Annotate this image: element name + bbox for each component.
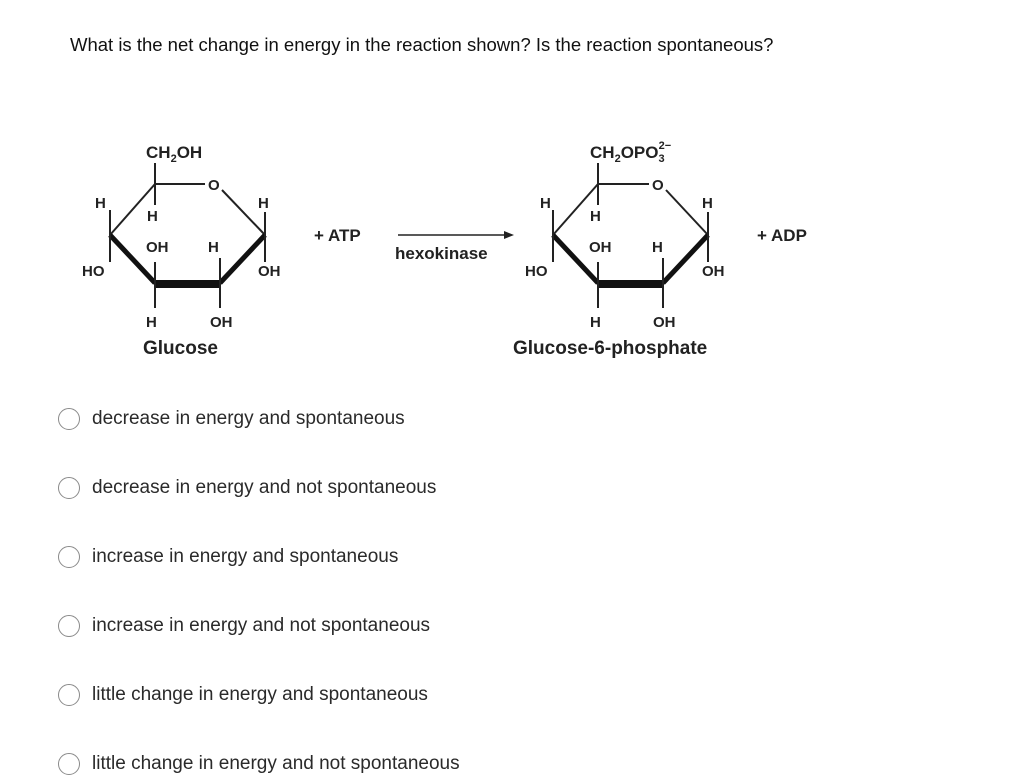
c1-h-label: H <box>702 195 713 212</box>
c5-h-label: H <box>590 208 601 225</box>
ch2oh-label: CH2OH <box>146 143 202 165</box>
plus-atp-label: + ATP <box>314 226 361 245</box>
c4-ho-label: HO <box>82 263 105 280</box>
c3-oh-label: OH <box>146 239 169 256</box>
c3-h-bottom-label: H <box>590 314 601 331</box>
ch2opo3-label: CH2OPO32− <box>590 140 671 165</box>
answer-label: decrease in energy and spontaneous <box>92 408 405 429</box>
plus-adp-label: + ADP <box>757 226 807 245</box>
radio-button[interactable] <box>58 408 80 430</box>
c1-oh-label: OH <box>258 263 281 280</box>
c1-oh-label: OH <box>702 263 725 280</box>
c4-h-label: H <box>95 195 106 212</box>
answer-label: little change in energy and spontaneous <box>92 684 428 705</box>
reaction-arrow <box>398 231 514 239</box>
glucose-6-phosphate-name: Glucose-6-phosphate <box>513 338 707 359</box>
radio-button[interactable] <box>58 753 80 775</box>
c2-oh-bottom-label: OH <box>653 314 676 331</box>
answer-label: little change in energy and not spontane… <box>92 753 460 774</box>
c5-h-label: H <box>147 208 158 225</box>
c3-h-bottom-label: H <box>146 314 157 331</box>
c3-oh-label: OH <box>589 239 612 256</box>
answer-label: increase in energy and not spontaneous <box>92 615 431 636</box>
bond-c4-c3 <box>108 233 157 285</box>
enzyme-label: hexokinase <box>395 244 488 263</box>
ring-oxygen-label: O <box>652 177 664 194</box>
answer-option-b[interactable]: decrease in energy and not spontaneous <box>58 472 436 504</box>
answer-option-a[interactable]: decrease in energy and spontaneous <box>58 403 405 435</box>
glucose-6-phosphate-structure: CH2OPO32− O H H H OH H HO OH H OH Glucos… <box>513 140 725 359</box>
answer-option-d[interactable]: increase in energy and not spontaneous <box>58 610 430 642</box>
radio-button[interactable] <box>58 477 80 499</box>
c2-h-label: H <box>652 239 663 256</box>
radio-button[interactable] <box>58 615 80 637</box>
c2-h-label: H <box>208 239 219 256</box>
answer-label: increase in energy and spontaneous <box>92 546 399 567</box>
bond-c5-c4 <box>109 183 156 236</box>
c4-ho-label: HO <box>525 263 548 280</box>
answer-option-e[interactable]: little change in energy and spontaneous <box>58 679 428 711</box>
radio-button[interactable] <box>58 546 80 568</box>
answer-option-c[interactable]: increase in energy and spontaneous <box>58 541 398 573</box>
reaction-diagram: CH2OH O H H H OH H HO OH H OH Glucose + … <box>82 140 807 359</box>
bond-o-c1 <box>221 189 266 236</box>
glucose-name: Glucose <box>143 338 218 359</box>
radio-button[interactable] <box>58 684 80 706</box>
c2-oh-bottom-label: OH <box>210 314 233 331</box>
answer-label: decrease in energy and not spontaneous <box>92 477 437 498</box>
glucose-structure: CH2OH O H H H OH H HO OH H OH Glucose <box>82 143 281 359</box>
c4-h-label: H <box>540 195 551 212</box>
ring-oxygen-label: O <box>208 177 220 194</box>
c1-h-label: H <box>258 195 269 212</box>
bond-c2-c1 <box>218 233 267 285</box>
answer-option-f[interactable]: little change in energy and not spontane… <box>58 748 460 780</box>
question-text: What is the net change in energy in the … <box>70 34 774 55</box>
